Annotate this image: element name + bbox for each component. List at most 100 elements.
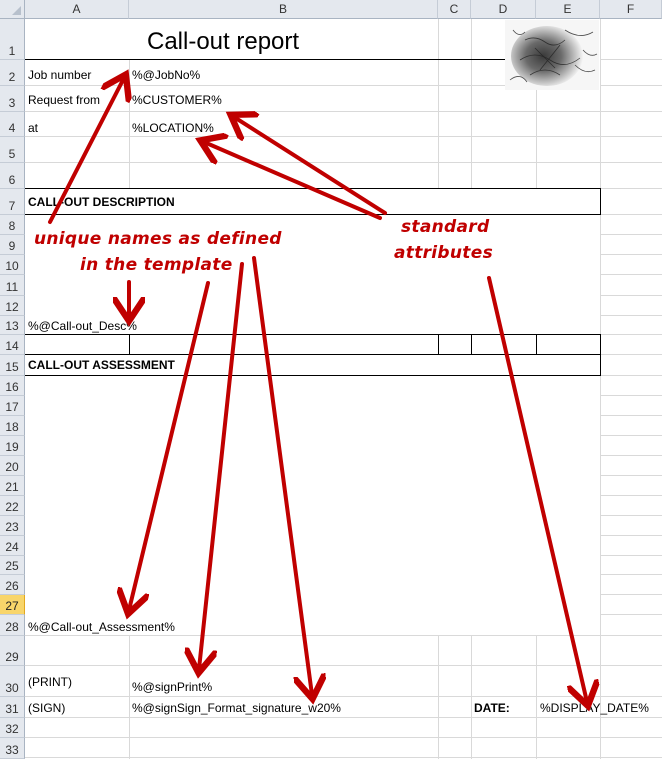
gridline (536, 90, 537, 189)
row-header-22[interactable]: 22 (0, 496, 25, 516)
row-header-4[interactable]: 4 (0, 112, 25, 137)
gridline (600, 535, 662, 536)
annotation-standard-line1: standard (401, 217, 490, 237)
signature-cell[interactable]: %@signSign_Format_signature_w20% (132, 701, 341, 715)
row-header-1[interactable]: 1 (0, 19, 25, 60)
gridline (600, 354, 662, 355)
row-header-13[interactable]: 13 (0, 316, 25, 335)
gridline (25, 111, 662, 112)
gridline (25, 136, 662, 137)
logo-image[interactable] (505, 20, 599, 90)
gridline (600, 254, 662, 255)
gridline (438, 636, 439, 759)
border (129, 334, 130, 355)
sign-label: (SIGN) (28, 701, 66, 715)
gridline (471, 636, 472, 759)
date-label: DATE: (474, 701, 510, 715)
row-header-3[interactable]: 3 (0, 86, 25, 112)
gridline (129, 60, 130, 189)
gridline (25, 85, 505, 86)
gridline (600, 574, 662, 575)
gridline (600, 614, 662, 615)
row-header-31[interactable]: 31 (0, 697, 25, 718)
row-header-14[interactable]: 14 (0, 335, 25, 355)
row-header-19[interactable]: 19 (0, 436, 25, 456)
row-header-5[interactable]: 5 (0, 137, 25, 163)
display-date-cell[interactable]: %DISPLAY_DATE% (540, 701, 649, 715)
border (25, 188, 601, 189)
print-label: (PRINT) (28, 675, 72, 689)
row-header-23[interactable]: 23 (0, 516, 25, 536)
annotation-unique-names-line2: in the template (80, 255, 233, 275)
description-header: CALL-OUT DESCRIPTION (28, 195, 175, 209)
gridline (600, 334, 662, 335)
row-header-15[interactable]: 15 (0, 355, 25, 376)
row-header-30[interactable]: 30 (0, 666, 25, 697)
row-header-7[interactable]: 7 (0, 189, 25, 215)
gridline (600, 214, 662, 215)
row-header-12[interactable]: 12 (0, 296, 25, 316)
gridline (600, 475, 662, 476)
gridline (25, 717, 662, 718)
row-header-21[interactable]: 21 (0, 476, 25, 496)
row-header-17[interactable]: 17 (0, 396, 25, 416)
select-all-button[interactable] (0, 0, 25, 19)
arrow-icon (487, 276, 587, 702)
gridline (600, 415, 662, 416)
gridline (505, 90, 600, 91)
row-header-6[interactable]: 6 (0, 163, 25, 189)
border (600, 188, 601, 215)
border (25, 334, 601, 335)
job-number-cell[interactable]: %@JobNo% (132, 68, 201, 82)
column-header-b[interactable]: B (129, 0, 438, 19)
location-cell[interactable]: %LOCATION% (132, 121, 214, 135)
gridline (600, 85, 662, 86)
request-from-label: Request from (28, 93, 101, 107)
row-header-28[interactable]: 28 (0, 615, 25, 636)
gridline (25, 757, 662, 758)
row-header-11[interactable]: 11 (0, 275, 25, 296)
column-header-a[interactable]: A (25, 0, 129, 19)
annotation-standard-line2: attributes (394, 243, 493, 263)
column-header-d[interactable]: D (471, 0, 536, 19)
at-label: at (28, 121, 39, 135)
gridline (600, 274, 662, 275)
annotation-unique-names-line1: unique names as defined (34, 229, 282, 249)
assessment-cell[interactable]: %@Call-out_Assessment% (28, 620, 175, 634)
job-number-label: Job number (28, 68, 92, 82)
customer-cell[interactable]: %CUSTOMER% (132, 93, 222, 107)
report-title: Call-out report (147, 28, 300, 55)
row-header-8[interactable]: 8 (0, 215, 25, 235)
gridline (438, 19, 439, 189)
description-cell[interactable]: %@Call-out_Desc% (28, 319, 137, 333)
gridline (25, 665, 662, 666)
row-header-27-selected[interactable]: 27 (0, 595, 25, 615)
row-header-32[interactable]: 32 (0, 718, 25, 738)
row-header-33[interactable]: 33 (0, 738, 25, 759)
title-underline (25, 59, 505, 60)
arrow-icon (234, 117, 387, 215)
row-header-26[interactable]: 26 (0, 575, 25, 595)
gridline (600, 395, 662, 396)
row-header-25[interactable]: 25 (0, 556, 25, 575)
gridline (600, 59, 662, 60)
column-header-e[interactable]: E (536, 0, 600, 19)
column-header-c[interactable]: C (438, 0, 471, 19)
row-header-29[interactable]: 29 (0, 636, 25, 666)
row-header-10[interactable]: 10 (0, 255, 25, 275)
sign-print-cell[interactable]: %@signPrint% (132, 680, 213, 694)
row-header-9[interactable]: 9 (0, 235, 25, 255)
row-header-24[interactable]: 24 (0, 536, 25, 556)
column-header-f[interactable]: F (600, 0, 662, 19)
arrow-icon (252, 256, 312, 695)
border (25, 354, 601, 355)
row-header-18[interactable]: 18 (0, 416, 25, 436)
gridline (600, 19, 601, 759)
arrow-icon (199, 262, 244, 669)
row-header-2[interactable]: 2 (0, 60, 25, 86)
row-header-20[interactable]: 20 (0, 456, 25, 476)
row-header-16[interactable]: 16 (0, 376, 25, 396)
gridline (25, 162, 662, 163)
gridline (600, 455, 662, 456)
